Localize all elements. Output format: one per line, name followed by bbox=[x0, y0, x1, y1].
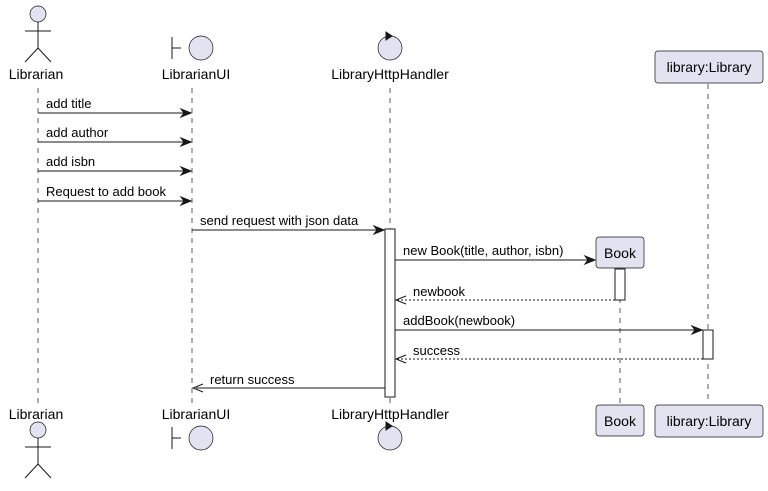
activation-library bbox=[702, 329, 714, 360]
message-return-success-ui: return success bbox=[191, 372, 385, 393]
actor-librarian-top: Librarian bbox=[9, 5, 63, 82]
participant-label-librarian: Librarian bbox=[9, 406, 63, 422]
message-return-success: success bbox=[394, 343, 703, 364]
message-label: add author bbox=[46, 125, 109, 140]
participant-label-librarian: Librarian bbox=[9, 66, 63, 82]
control-icon bbox=[377, 425, 403, 451]
message-new-book: new Book(title, author, isbn) bbox=[395, 243, 597, 266]
participant-library-top: library:Library bbox=[654, 50, 764, 84]
actor-librarian-bottom: Librarian bbox=[9, 406, 63, 479]
message-label: success bbox=[413, 343, 460, 358]
message-add-title: add title bbox=[38, 96, 193, 119]
message-label: add title bbox=[46, 96, 92, 111]
participant-label-library: library:Library bbox=[667, 413, 752, 429]
message-request-add-book: Request to add book bbox=[38, 184, 193, 207]
control-http-handler-top: LibraryHttpHandler bbox=[331, 31, 449, 82]
boundary-librarian-ui-top: LibrarianUI bbox=[162, 35, 230, 82]
message-label: add isbn bbox=[46, 154, 95, 169]
participant-book-bottom: Book bbox=[595, 404, 645, 437]
boundary-librarian-ui-bottom: LibrarianUI bbox=[162, 406, 230, 451]
message-add-book: addBook(newbook) bbox=[395, 313, 704, 336]
message-add-author: add author bbox=[38, 125, 193, 148]
participant-label-library: library:Library bbox=[667, 59, 752, 75]
participant-label-book: Book bbox=[604, 245, 637, 261]
message-label: newbook bbox=[413, 284, 466, 299]
participant-book-created: Book bbox=[595, 236, 645, 269]
participant-library-bottom: library:Library bbox=[654, 404, 764, 438]
actor-head-icon bbox=[29, 5, 47, 23]
message-label: return success bbox=[210, 372, 295, 387]
message-return-newbook: newbook bbox=[394, 284, 615, 305]
message-label: addBook(newbook) bbox=[403, 313, 515, 328]
participant-label-http-handler: LibraryHttpHandler bbox=[331, 66, 449, 82]
message-send-request: send request with json data bbox=[192, 213, 386, 236]
participant-label-book: Book bbox=[604, 413, 637, 429]
control-icon bbox=[377, 35, 403, 61]
activation-http-handler bbox=[384, 228, 396, 398]
participant-label-http-handler: LibraryHttpHandler bbox=[331, 406, 449, 422]
participant-label-librarian-ui: LibrarianUI bbox=[162, 66, 230, 82]
control-http-handler-bottom: LibraryHttpHandler bbox=[331, 406, 449, 451]
message-label: new Book(title, author, isbn) bbox=[403, 243, 563, 258]
message-add-isbn: add isbn bbox=[38, 154, 193, 177]
actor-head-icon bbox=[29, 421, 47, 439]
activation-book bbox=[614, 268, 626, 301]
message-label: Request to add book bbox=[46, 184, 166, 199]
participant-label-librarian-ui: LibrarianUI bbox=[162, 406, 230, 422]
message-label: send request with json data bbox=[200, 213, 359, 228]
